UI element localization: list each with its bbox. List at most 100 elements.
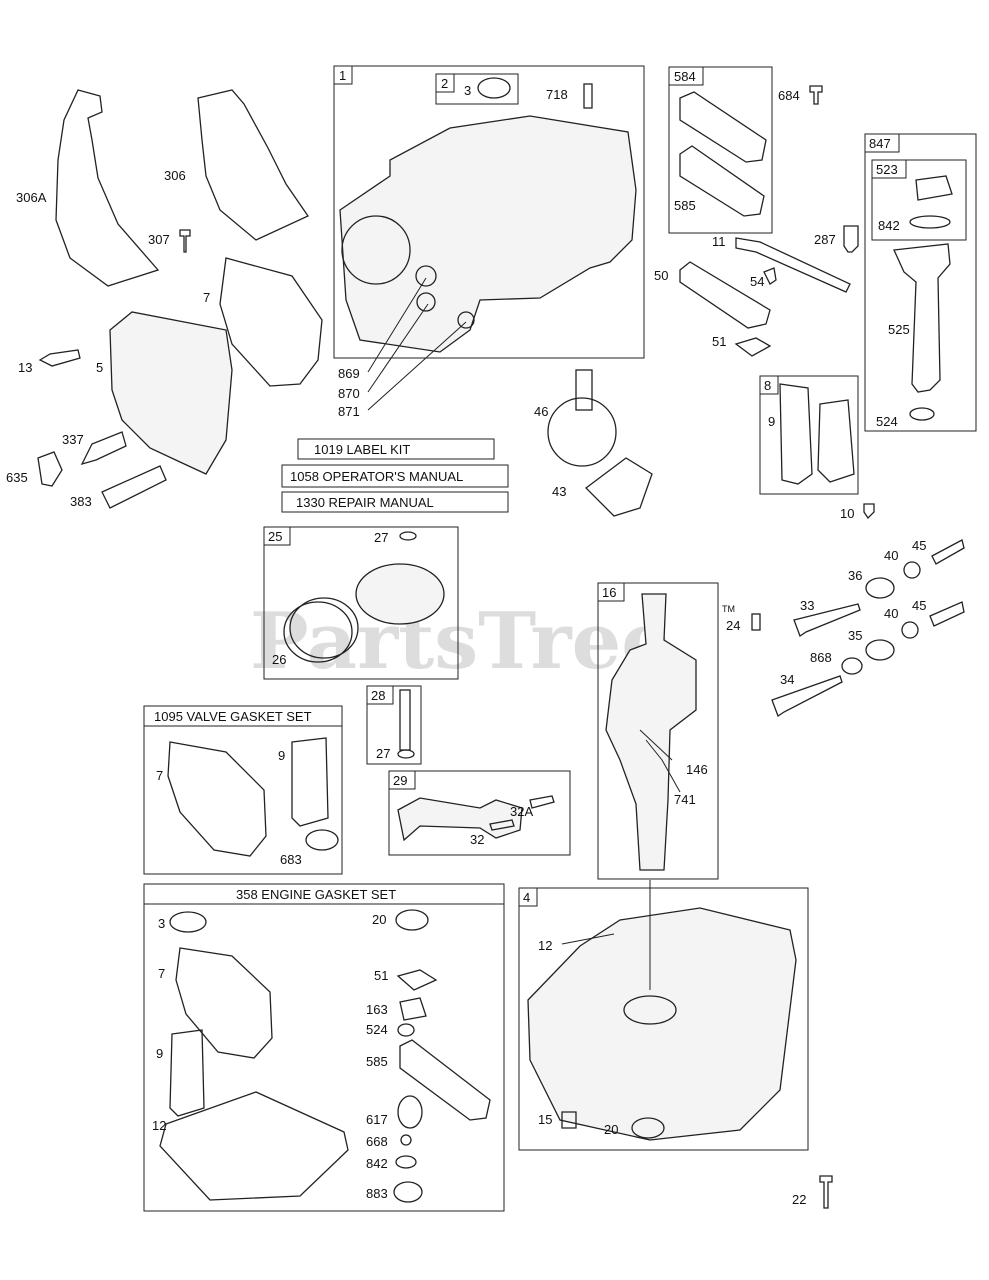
breather-tube-50 bbox=[679, 261, 771, 329]
valve-set-gasket-683 bbox=[305, 829, 339, 851]
valve-spring-35 bbox=[865, 639, 895, 661]
callout-43: 43 bbox=[552, 484, 566, 499]
kit-label-kit: 1019 LABEL KIT bbox=[314, 442, 410, 457]
callout-24: 24 bbox=[726, 618, 740, 633]
gasket-set-gasket-51 bbox=[396, 969, 438, 991]
group-frame-4 bbox=[518, 887, 809, 1151]
group-frame-847 bbox=[864, 133, 977, 432]
tube-383 bbox=[101, 465, 167, 509]
retainer-40a bbox=[903, 561, 921, 579]
group-frame-16 bbox=[597, 582, 719, 880]
callout-26: 26 bbox=[272, 652, 286, 667]
tappet-45b bbox=[929, 601, 965, 627]
callout-gasket-set-668: 668 bbox=[366, 1134, 388, 1149]
callout-labels: 306A 306 307 7 13 5 337 635 383 1 2 3 71… bbox=[6, 68, 926, 1207]
oil-fill-tube-525 bbox=[893, 243, 951, 393]
callout-51: 51 bbox=[712, 334, 726, 349]
group-tag-847 bbox=[864, 133, 900, 153]
leaders-146-741 bbox=[639, 729, 681, 793]
leaders-869-871 bbox=[367, 277, 467, 411]
callout-4: 4 bbox=[523, 890, 530, 905]
shroud-306A bbox=[55, 89, 160, 287]
valve-set-gasket-9 bbox=[291, 737, 329, 827]
callout-9: 9 bbox=[768, 414, 775, 429]
valve-33 bbox=[793, 603, 861, 637]
governor-43 bbox=[585, 457, 653, 517]
screw-54 bbox=[763, 267, 777, 285]
plug-869 bbox=[415, 265, 437, 287]
piston-ring-26a bbox=[289, 597, 359, 659]
valve-set-head-gasket-7 bbox=[167, 741, 267, 857]
group-tag-523 bbox=[871, 159, 907, 179]
gasket-set-ring-842 bbox=[395, 1155, 417, 1169]
cylinder-block-1 bbox=[339, 115, 637, 353]
callout-54: 54 bbox=[750, 274, 764, 289]
bolt-22 bbox=[819, 1175, 833, 1209]
callout-8: 8 bbox=[764, 378, 771, 393]
callout-29: 29 bbox=[393, 773, 407, 788]
callout-28: 28 bbox=[371, 688, 385, 703]
gasket-set-gasket-883 bbox=[393, 1181, 423, 1203]
watermark: PartsTree bbox=[250, 596, 671, 687]
group-tag-8 bbox=[759, 375, 779, 395]
callout-27: 27 bbox=[374, 530, 388, 545]
gasket-51 bbox=[734, 337, 772, 357]
callout-842: 842 bbox=[878, 218, 900, 233]
plug-870 bbox=[416, 292, 436, 312]
callout-383: 383 bbox=[70, 494, 92, 509]
group-frame-29 bbox=[388, 770, 571, 856]
dowel-pin-718 bbox=[583, 83, 593, 109]
callout-34: 34 bbox=[780, 672, 794, 687]
callout-valve-set-9: 9 bbox=[278, 748, 285, 763]
crankshaft-16 bbox=[605, 593, 697, 871]
callout-40-lower: 40 bbox=[884, 606, 898, 621]
callout-36: 36 bbox=[848, 568, 862, 583]
callout-847: 847 bbox=[869, 136, 891, 151]
piston-ring-26b bbox=[283, 601, 353, 663]
camshaft-46 bbox=[575, 369, 593, 411]
spark-plug-boot-635 bbox=[37, 451, 63, 487]
leaders-sump bbox=[561, 880, 651, 990]
callout-524: 524 bbox=[876, 414, 898, 429]
callout-gasket-set-524: 524 bbox=[366, 1022, 388, 1037]
kit-box-label bbox=[297, 438, 495, 460]
callout-gasket-set-585: 585 bbox=[366, 1054, 388, 1069]
callout-525: 525 bbox=[888, 322, 910, 337]
group-frame-1 bbox=[333, 65, 645, 359]
kit-engine-gasket-set: 358 ENGINE GASKET SET bbox=[236, 887, 396, 902]
sump-boss bbox=[623, 995, 677, 1025]
gasket-set-gasket-163 bbox=[399, 997, 427, 1021]
gasket-set-ring-668 bbox=[400, 1134, 412, 1146]
callout-sump-12: 12 bbox=[538, 938, 552, 953]
callout-868: 868 bbox=[810, 650, 832, 665]
group-frame-523 bbox=[871, 159, 967, 241]
callout-gasket-set-163: 163 bbox=[366, 1002, 388, 1017]
cylinder-bore bbox=[341, 215, 411, 285]
group-frame-28 bbox=[366, 685, 422, 765]
callout-33: 33 bbox=[800, 598, 814, 613]
callout-1: 1 bbox=[339, 68, 346, 83]
head-gasket-7 bbox=[219, 257, 323, 387]
callout-35: 35 bbox=[848, 628, 862, 643]
group-header-1095 bbox=[143, 705, 343, 727]
callout-32A: 32A bbox=[510, 804, 533, 819]
kit-repair-manual: 1330 REPAIR MANUAL bbox=[296, 495, 434, 510]
trademark: TM bbox=[722, 604, 735, 614]
callout-10: 10 bbox=[840, 506, 854, 521]
callout-585: 585 bbox=[674, 198, 696, 213]
callout-2: 2 bbox=[441, 76, 448, 91]
retainer-40b bbox=[901, 621, 919, 639]
dipstick-cap-523 bbox=[915, 175, 953, 201]
bolt-32A bbox=[529, 795, 555, 809]
group-frame-584 bbox=[668, 66, 773, 234]
valve-spring-36 bbox=[865, 577, 895, 599]
callout-gasket-set-617: 617 bbox=[366, 1112, 388, 1127]
callout-32: 32 bbox=[470, 832, 484, 847]
screw-10 bbox=[863, 503, 875, 520]
bolt-13 bbox=[38, 349, 81, 367]
group-tag-4 bbox=[518, 887, 538, 907]
callout-gasket-set-883: 883 bbox=[366, 1186, 388, 1201]
retainer-27b bbox=[397, 749, 415, 759]
callout-gasket-set-12: 12 bbox=[152, 1118, 166, 1133]
